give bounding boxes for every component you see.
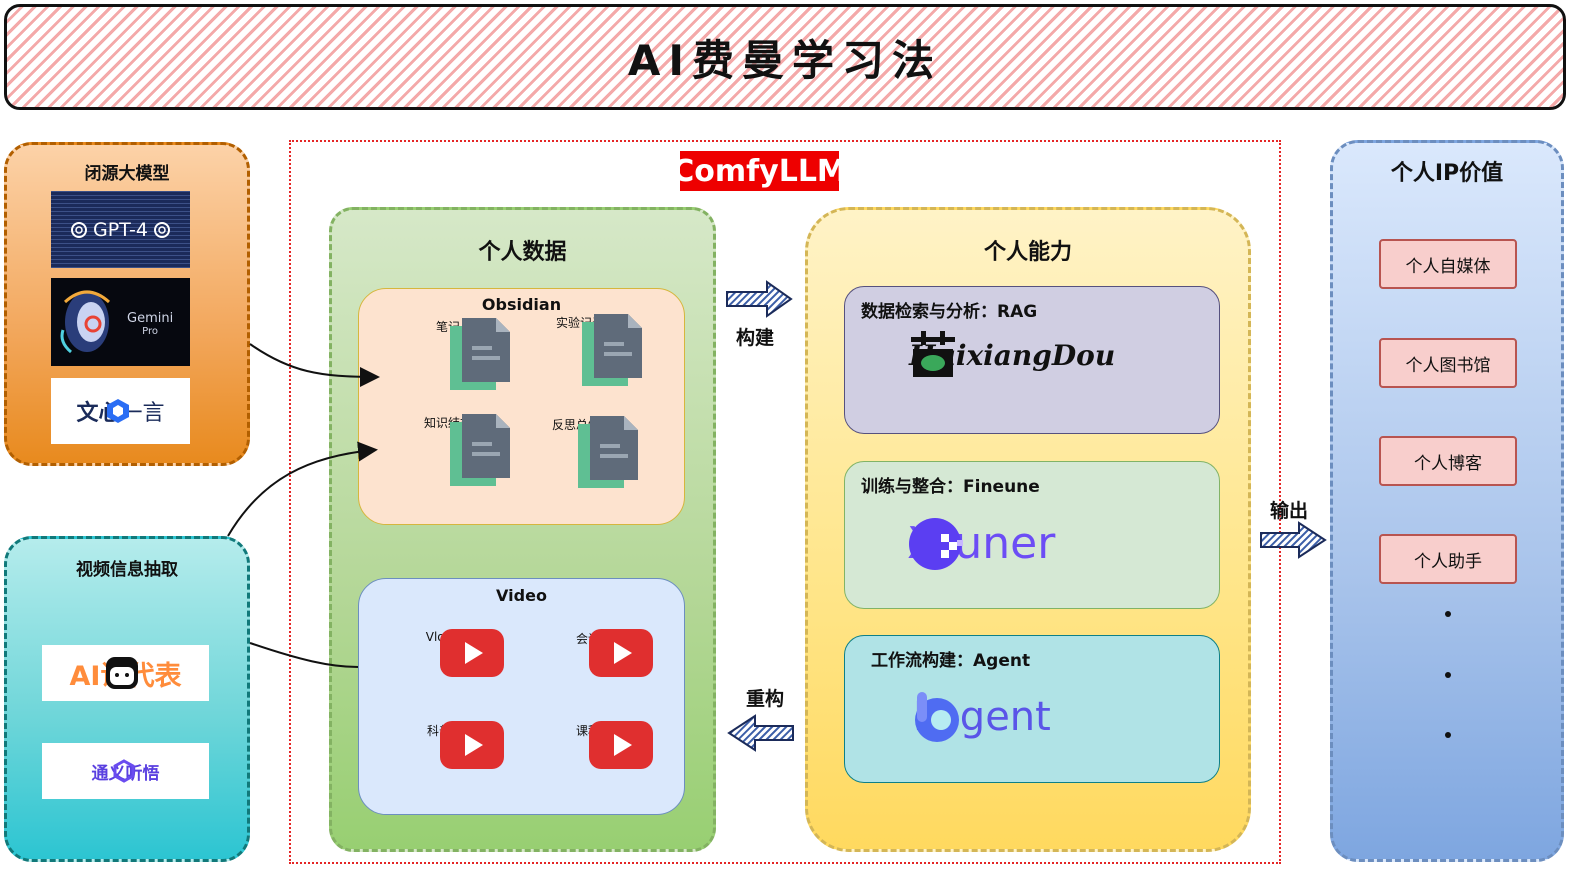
doc-item-notes: 笔记 — [403, 316, 510, 390]
huixiangdou-logo: HuixiangDou — [909, 330, 1115, 377]
ellipsis-dot — [1445, 611, 1451, 617]
document-icon — [578, 416, 638, 488]
xtuner-logo: Xtuner — [907, 517, 1055, 570]
ellipsis-dot — [1445, 732, 1451, 738]
lagent-icon — [915, 692, 959, 742]
obsidian-title: Obsidian — [481, 295, 562, 314]
ellipsis-dot — [1445, 672, 1451, 678]
wenxin-icon — [106, 399, 129, 423]
page-title: AI费曼学习法 — [627, 35, 943, 85]
rag-card: 数据检索与分析：RAG HuixiangDou — [844, 286, 1220, 434]
ip-item-media: 个人自媒体 — [1379, 239, 1517, 289]
ip-item-blog: 个人博客 — [1379, 436, 1517, 486]
tongyi-tingwu-logo: 通义听悟 — [42, 743, 209, 799]
video-title: Video — [496, 586, 547, 605]
plant-pot-icon — [911, 330, 955, 377]
mascot-face-icon — [105, 657, 138, 689]
play-icon — [440, 629, 504, 677]
play-icon — [589, 721, 653, 769]
robot-head-icon — [60, 290, 111, 354]
openai-icon — [154, 221, 170, 238]
ip-value-title: 个人IP价值 — [1390, 161, 1504, 186]
ip-item-assistant: 个人助手 — [1379, 534, 1517, 584]
video-extract-title: 视频信息抽取 — [76, 560, 178, 580]
document-icon — [450, 414, 510, 486]
ip-item-library: 个人图书馆 — [1379, 338, 1517, 388]
agent-card: 工作流构建：Agent Lagent — [844, 635, 1220, 783]
doc-item-knowledge: 知识结构 — [403, 412, 510, 486]
personal-data-title: 个人数据 — [478, 240, 567, 265]
rag-title: 数据检索与分析：RAG — [861, 302, 1038, 322]
gpt4-label: GPT-4 — [93, 218, 148, 241]
document-icon — [450, 318, 510, 390]
play-icon — [589, 629, 653, 677]
tongyi-icon — [113, 759, 134, 783]
wenxin-logo: 文心 一言 — [51, 378, 190, 444]
build-arrow — [726, 280, 793, 318]
finetune-title: 训练与整合：Fineune — [861, 477, 1040, 497]
video-item-meeting: 会议 — [543, 628, 653, 677]
doc-item-experiments: 实验记录 — [535, 312, 642, 386]
agent-title: 工作流构建：Agent — [871, 651, 1031, 671]
tongyi-label: 通义听悟 — [91, 763, 160, 784]
document-icon — [582, 314, 642, 386]
rebuild-label: 重构 — [746, 688, 785, 710]
video-box: Video — [358, 578, 685, 815]
output-label: 输出 — [1270, 500, 1309, 522]
gemini-label: Gemini — [127, 311, 174, 326]
finetune-card: 训练与整合：Fineune Xtuner — [844, 461, 1220, 609]
build-label: 构建 — [736, 327, 775, 349]
openai-icon — [71, 221, 87, 238]
lagent-logo: Lagent — [913, 692, 1051, 742]
xtuner-icon — [909, 517, 963, 570]
title-banner: AI费曼学习法 — [4, 4, 1566, 110]
closed-models-title: 闭源大模型 — [84, 164, 170, 184]
video-item-course: 课程 — [543, 720, 653, 769]
video-item-science: 科普 — [394, 720, 504, 769]
play-icon — [440, 721, 504, 769]
rebuild-arrow — [727, 714, 794, 752]
gemini-pro-label: Pro — [142, 326, 159, 337]
output-arrow — [1260, 521, 1327, 559]
comfyllm-label: ComfyLLM — [672, 151, 847, 191]
gpt4-logo: GPT-4 — [51, 191, 190, 268]
personal-ability-title: 个人能力 — [983, 240, 1072, 265]
gemini-logo: Gemini Pro — [51, 278, 190, 366]
doc-item-reflection: 反思总结 — [531, 414, 638, 488]
ai-kedaibiao-logo: AI课代表 — [42, 645, 209, 701]
video-item-vlog: Vlog — [394, 628, 504, 677]
